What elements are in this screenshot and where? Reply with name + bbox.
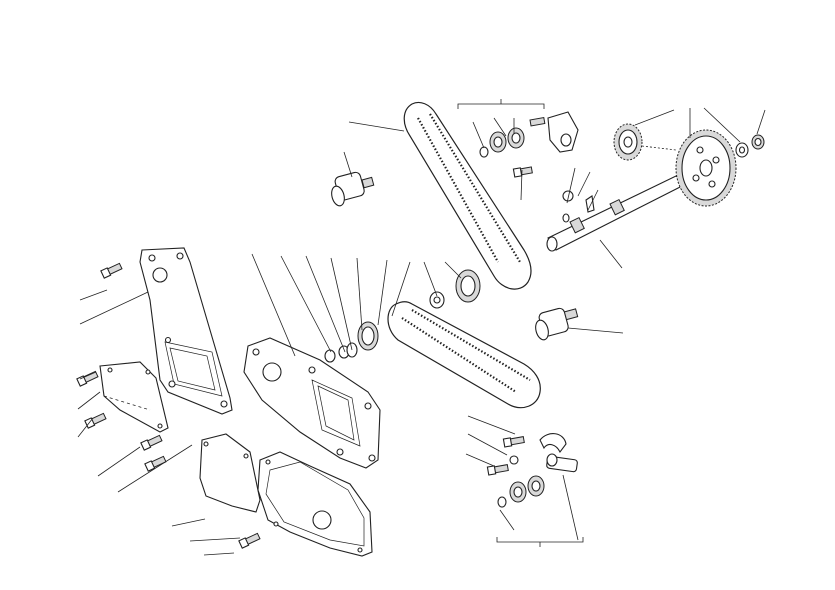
pulley-stack-middle (324, 269, 481, 363)
small-cover-plate (99, 361, 169, 433)
leader-line (599, 239, 623, 269)
leader-line (77, 417, 94, 438)
timing-belt-upper (403, 101, 532, 290)
tensioner-assembly-lower (486, 433, 578, 508)
leader-line (467, 433, 508, 456)
camshaft (546, 175, 688, 252)
leader-line (472, 121, 485, 149)
spacer-bushing-lower (535, 307, 579, 341)
leader-line (79, 291, 149, 325)
leader-line (251, 253, 296, 357)
leader-line (343, 151, 353, 178)
outer-cover-plate-left (139, 247, 233, 415)
timing-belt-lower (387, 301, 541, 409)
cam-gear-large (675, 129, 737, 207)
washer-nut-right (735, 134, 765, 158)
leader-line (756, 109, 766, 135)
leader-line (444, 261, 462, 279)
spacer-bushing-upper (331, 171, 375, 207)
leader-line (520, 169, 523, 201)
leader-line (79, 289, 108, 301)
leader-line (77, 391, 101, 410)
inner-support-plate (243, 337, 381, 469)
leader-lines (77, 107, 766, 556)
cam-pulley-small (613, 123, 677, 161)
leader-line (377, 259, 388, 326)
leader-line (562, 474, 579, 541)
leader-line (467, 415, 516, 435)
group-bracket (457, 99, 545, 109)
group-brackets (457, 99, 584, 547)
leader-line (577, 171, 591, 197)
tensioner-assembly-upper (479, 111, 579, 178)
leader-line (493, 117, 507, 137)
leader-line (330, 257, 353, 351)
leader-line (203, 552, 235, 556)
leader-line (567, 327, 624, 334)
leader-line (423, 261, 438, 297)
screw-group-left (76, 262, 261, 549)
leader-line (305, 255, 346, 353)
leader-line (171, 518, 206, 527)
leader-line (189, 537, 241, 542)
leader-line (634, 109, 675, 126)
leader-line (465, 453, 495, 467)
leader-line (79, 371, 97, 380)
leader-line (566, 167, 576, 204)
leader-line (499, 509, 515, 531)
gasket (199, 433, 261, 513)
timing-belt-cover (257, 451, 373, 557)
leader-line (117, 444, 193, 493)
leader-line (587, 189, 599, 211)
leader-line (348, 121, 405, 132)
leader-line (356, 257, 363, 331)
leader-line (391, 261, 411, 317)
group-bracket (496, 537, 584, 547)
leader-line (280, 255, 332, 353)
leader-line (703, 107, 741, 143)
leader-line (97, 446, 141, 477)
